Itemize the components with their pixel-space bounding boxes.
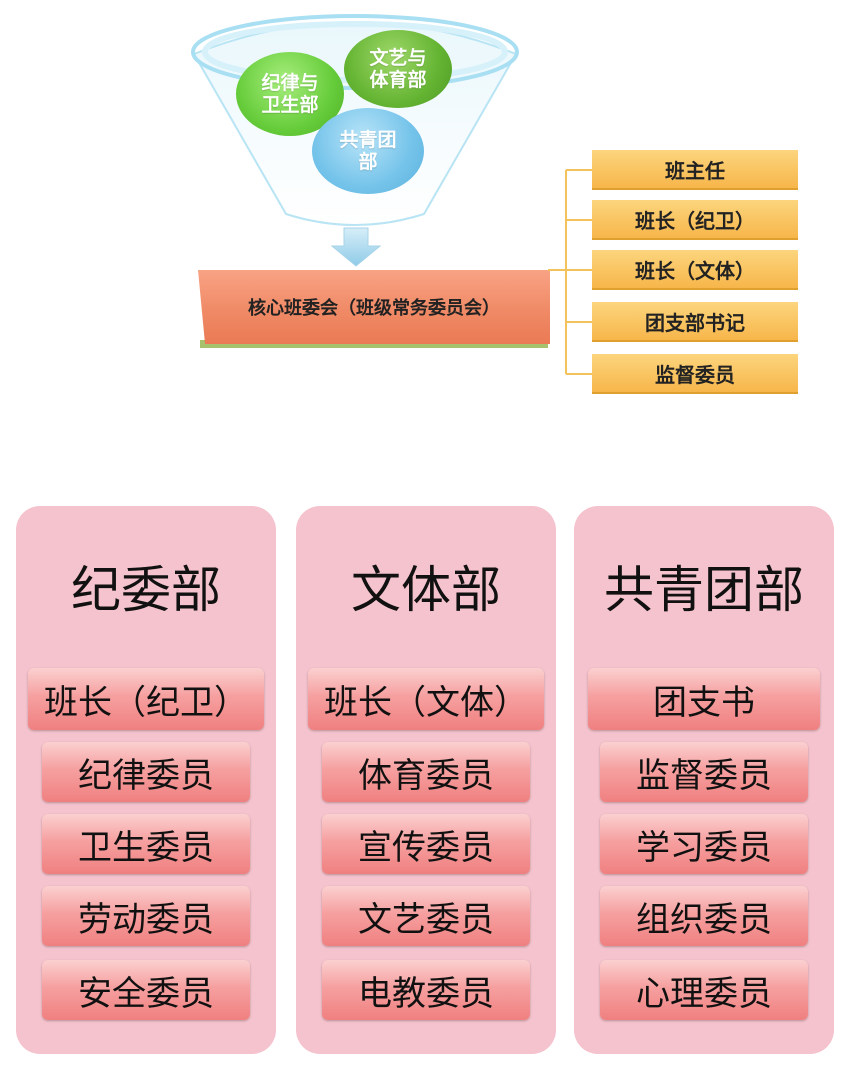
- member-bracket: [548, 169, 592, 375]
- circle-arts-label: 文艺与体育部: [369, 47, 427, 91]
- circle-youth-league: 共青团部: [312, 108, 424, 194]
- core-committee-label: 核心班委会（班级常务委员会）: [248, 298, 500, 319]
- role-lead: 班长（文体）: [308, 668, 544, 730]
- member-monitor-arts: 班长（文体）: [592, 250, 798, 290]
- member-head-teacher: 班主任: [592, 150, 798, 190]
- panel-discipline-dept: 纪委部 班长（纪卫） 纪律委员 卫生委员 劳动委员 安全委员: [16, 506, 276, 1054]
- member-league-secretary: 团支部书记: [592, 302, 798, 342]
- role-item: 体育委员: [322, 742, 530, 802]
- role-item: 组织委员: [600, 886, 808, 946]
- panel-youth-league-dept: 共青团部 团支书 监督委员 学习委员 组织委员 心理委员: [574, 506, 834, 1054]
- role-item: 劳动委员: [42, 886, 250, 946]
- core-committee-box: 核心班委会（班级常务委员会）: [198, 270, 550, 344]
- role-item: 宣传委员: [322, 814, 530, 874]
- member-monitor-discipline: 班长（纪卫）: [592, 200, 798, 240]
- role-item: 文艺委员: [322, 886, 530, 946]
- member-label: 监督委员: [655, 362, 735, 387]
- down-arrow-icon: [330, 227, 382, 267]
- panel-title: 共青团部: [604, 561, 804, 619]
- core-bar-shadow: [200, 340, 548, 348]
- member-supervisor: 监督委员: [592, 354, 798, 394]
- role-item: 电教委员: [322, 960, 530, 1020]
- member-label: 团支部书记: [645, 310, 745, 335]
- role-item: 安全委员: [42, 960, 250, 1020]
- panel-title: 纪委部: [71, 561, 221, 619]
- circle-discipline-label: 纪律与卫生部: [261, 72, 319, 116]
- circle-league-label: 共青团部: [339, 129, 397, 173]
- panel-title: 文体部: [351, 561, 501, 619]
- member-label: 班主任: [665, 158, 725, 183]
- role-lead: 团支书: [588, 668, 820, 730]
- member-label: 班长（文体）: [635, 258, 755, 283]
- panel-arts-sports-dept: 文体部 班长（文体） 体育委员 宣传委员 文艺委员 电教委员: [296, 506, 556, 1054]
- role-item: 学习委员: [600, 814, 808, 874]
- member-label: 班长（纪卫）: [635, 208, 755, 233]
- circle-arts-sports: 文艺与体育部: [344, 30, 452, 108]
- role-item: 卫生委员: [42, 814, 250, 874]
- role-item: 心理委员: [600, 960, 808, 1020]
- role-lead: 班长（纪卫）: [28, 668, 264, 730]
- role-item: 纪律委员: [42, 742, 250, 802]
- role-item: 监督委员: [600, 742, 808, 802]
